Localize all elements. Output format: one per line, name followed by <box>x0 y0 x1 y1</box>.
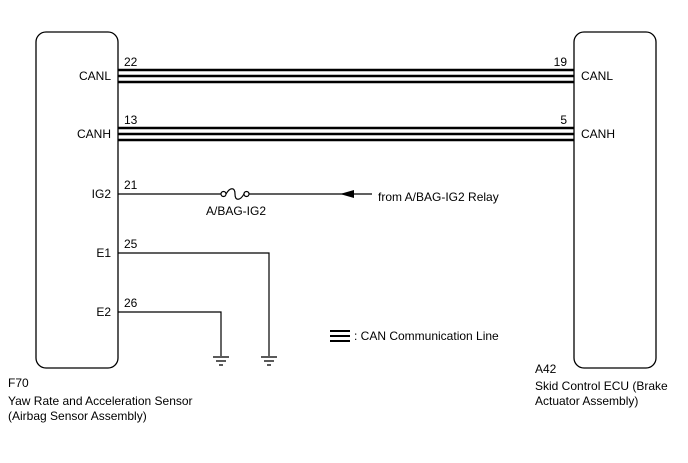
left-pin-number-canh: 13 <box>124 113 138 127</box>
left-pin-label-canl: CANL <box>79 69 111 83</box>
canl-can-line <box>118 68 574 84</box>
left-ecu-box <box>35 31 119 369</box>
right-ecu-name-line2: Actuator Assembly) <box>535 394 638 408</box>
fuse-icon <box>220 188 250 200</box>
left-pin-label-e2: E2 <box>96 305 111 319</box>
left-pin-label-canh: CANH <box>77 127 111 141</box>
can-line-legend-icon <box>330 330 350 342</box>
right-pin-label-canl: CANL <box>581 69 613 83</box>
left-pin-number-e2: 26 <box>124 296 138 310</box>
arrow-icon <box>340 190 354 198</box>
right-pin-label-canh: CANH <box>581 127 615 141</box>
left-ecu-name-line1: Yaw Rate and Acceleration Sensor <box>8 394 193 408</box>
left-ecu-name-line2: (Airbag Sensor Assembly) <box>8 409 147 423</box>
right-ecu-box <box>573 31 657 369</box>
canh-can-line <box>118 126 574 142</box>
left-pin-label-ig2: IG2 <box>92 187 112 201</box>
ground-icon <box>261 356 277 366</box>
right-ecu-name-line1: Skid Control ECU (Brake <box>535 379 668 393</box>
right-ecu-code: A42 <box>535 362 557 376</box>
e2-wire <box>118 311 222 356</box>
right-pin-number-canl: 19 <box>554 55 568 69</box>
left-pin-label-e1: E1 <box>96 246 111 260</box>
e1-wire <box>118 252 270 356</box>
ground-icon <box>213 356 229 366</box>
right-pin-number-canh: 5 <box>560 113 567 127</box>
relay-source-label: from A/BAG-IG2 Relay <box>378 190 499 204</box>
left-ecu-code: F70 <box>8 376 29 390</box>
fuse-label: A/BAG-IG2 <box>206 204 266 218</box>
left-pin-number-canl: 22 <box>124 55 138 69</box>
left-pin-number-ig2: 21 <box>124 178 138 192</box>
can-line-legend-label: : CAN Communication Line <box>354 329 499 343</box>
left-pin-number-e1: 25 <box>124 237 138 251</box>
